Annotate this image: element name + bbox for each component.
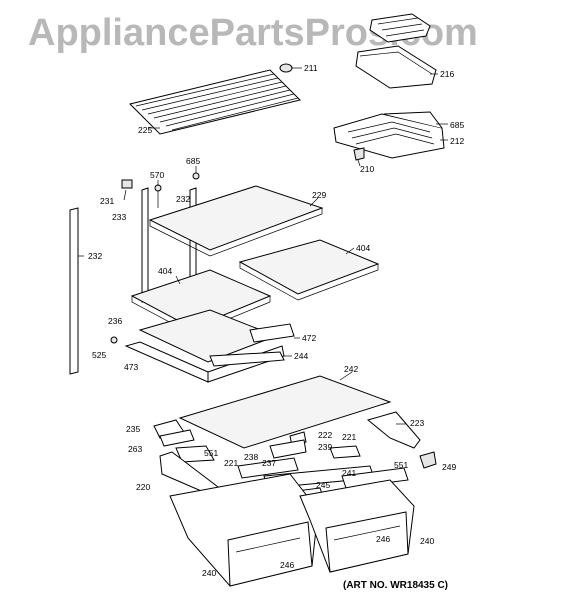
callout-222: 222 — [318, 430, 332, 440]
shelf-frame-236-part — [124, 309, 285, 383]
callout-685-left: 685 — [186, 156, 200, 166]
callout-525: 525 — [92, 350, 106, 360]
callout-216: 216 — [440, 69, 454, 79]
callout-246-right: 246 — [376, 534, 390, 544]
callout-551-left: 551 — [204, 448, 218, 458]
callout-231: 231 — [100, 196, 114, 206]
callout-570: 570 — [150, 170, 164, 180]
callout-246-left: 246 — [280, 560, 294, 570]
rail-238-part — [237, 457, 299, 479]
tray-knob-part — [353, 147, 365, 161]
callout-220: 220 — [136, 482, 150, 492]
callout-229: 229 — [312, 190, 326, 200]
slide-221-right-part — [329, 445, 361, 459]
screw-525-part — [110, 336, 118, 344]
callout-225: 225 — [138, 125, 152, 135]
callout-473: 473 — [124, 362, 138, 372]
callout-685-right: 685 — [450, 120, 464, 130]
crisper-drawer-left-part — [169, 473, 319, 587]
rail-244-part — [209, 351, 285, 367]
callout-551-right: 551 — [394, 460, 408, 470]
callout-237: 237 — [262, 458, 276, 468]
bracket-239-part — [269, 439, 307, 459]
callout-210: 210 — [360, 164, 374, 174]
callout-223: 223 — [410, 418, 424, 428]
crisper-drawer-right-part — [299, 479, 415, 573]
callout-212: 212 — [450, 136, 464, 146]
callout-221-left: 221 — [224, 458, 238, 468]
slide-221-left-part — [175, 445, 215, 463]
callout-236: 236 — [108, 316, 122, 326]
rail-472-part — [249, 323, 295, 343]
rail-241-part — [341, 467, 409, 489]
callout-211: 211 — [304, 63, 318, 73]
art-number: (ART NO. WR18435 C) — [343, 580, 449, 591]
shelf-knob-part — [279, 63, 293, 73]
callout-404-left: 404 — [158, 266, 172, 276]
support-223-part — [366, 411, 421, 449]
dairy-bin-part — [355, 45, 437, 89]
clip-249-part — [419, 451, 437, 469]
callout-239: 239 — [318, 442, 332, 452]
callout-235: 235 — [126, 424, 140, 434]
glass-shelf-229-part — [148, 185, 324, 257]
callout-242: 242 — [344, 364, 358, 374]
screw-570-part — [154, 184, 162, 208]
bracket-263-part — [159, 429, 195, 447]
side-rail-part — [69, 207, 79, 375]
clip-231-part — [121, 179, 133, 189]
wire-shelf-part — [129, 69, 301, 135]
callout-472: 472 — [302, 333, 316, 343]
callout-221-right: 221 — [342, 432, 356, 442]
callout-263: 263 — [128, 444, 142, 454]
snack-tray-part — [333, 111, 445, 159]
callout-233: 233 — [112, 212, 126, 222]
callout-240-left: 240 — [202, 568, 216, 578]
egg-tray-part — [369, 13, 431, 43]
glass-shelf-404-right-part — [238, 239, 380, 301]
callout-232-top: 232 — [176, 194, 190, 204]
callout-241: 241 — [342, 468, 356, 478]
bracket-685-part — [192, 172, 200, 180]
leader-lines — [78, 67, 448, 425]
callout-240-right: 240 — [420, 536, 434, 546]
callout-232-side: 232 — [88, 251, 102, 261]
crisper-cover-glass-part — [178, 375, 392, 449]
callout-249: 249 — [442, 462, 456, 472]
callout-244: 244 — [294, 351, 308, 361]
callout-245: 245 — [316, 480, 330, 490]
callout-404-right: 404 — [356, 243, 370, 253]
callout-238: 238 — [244, 452, 258, 462]
